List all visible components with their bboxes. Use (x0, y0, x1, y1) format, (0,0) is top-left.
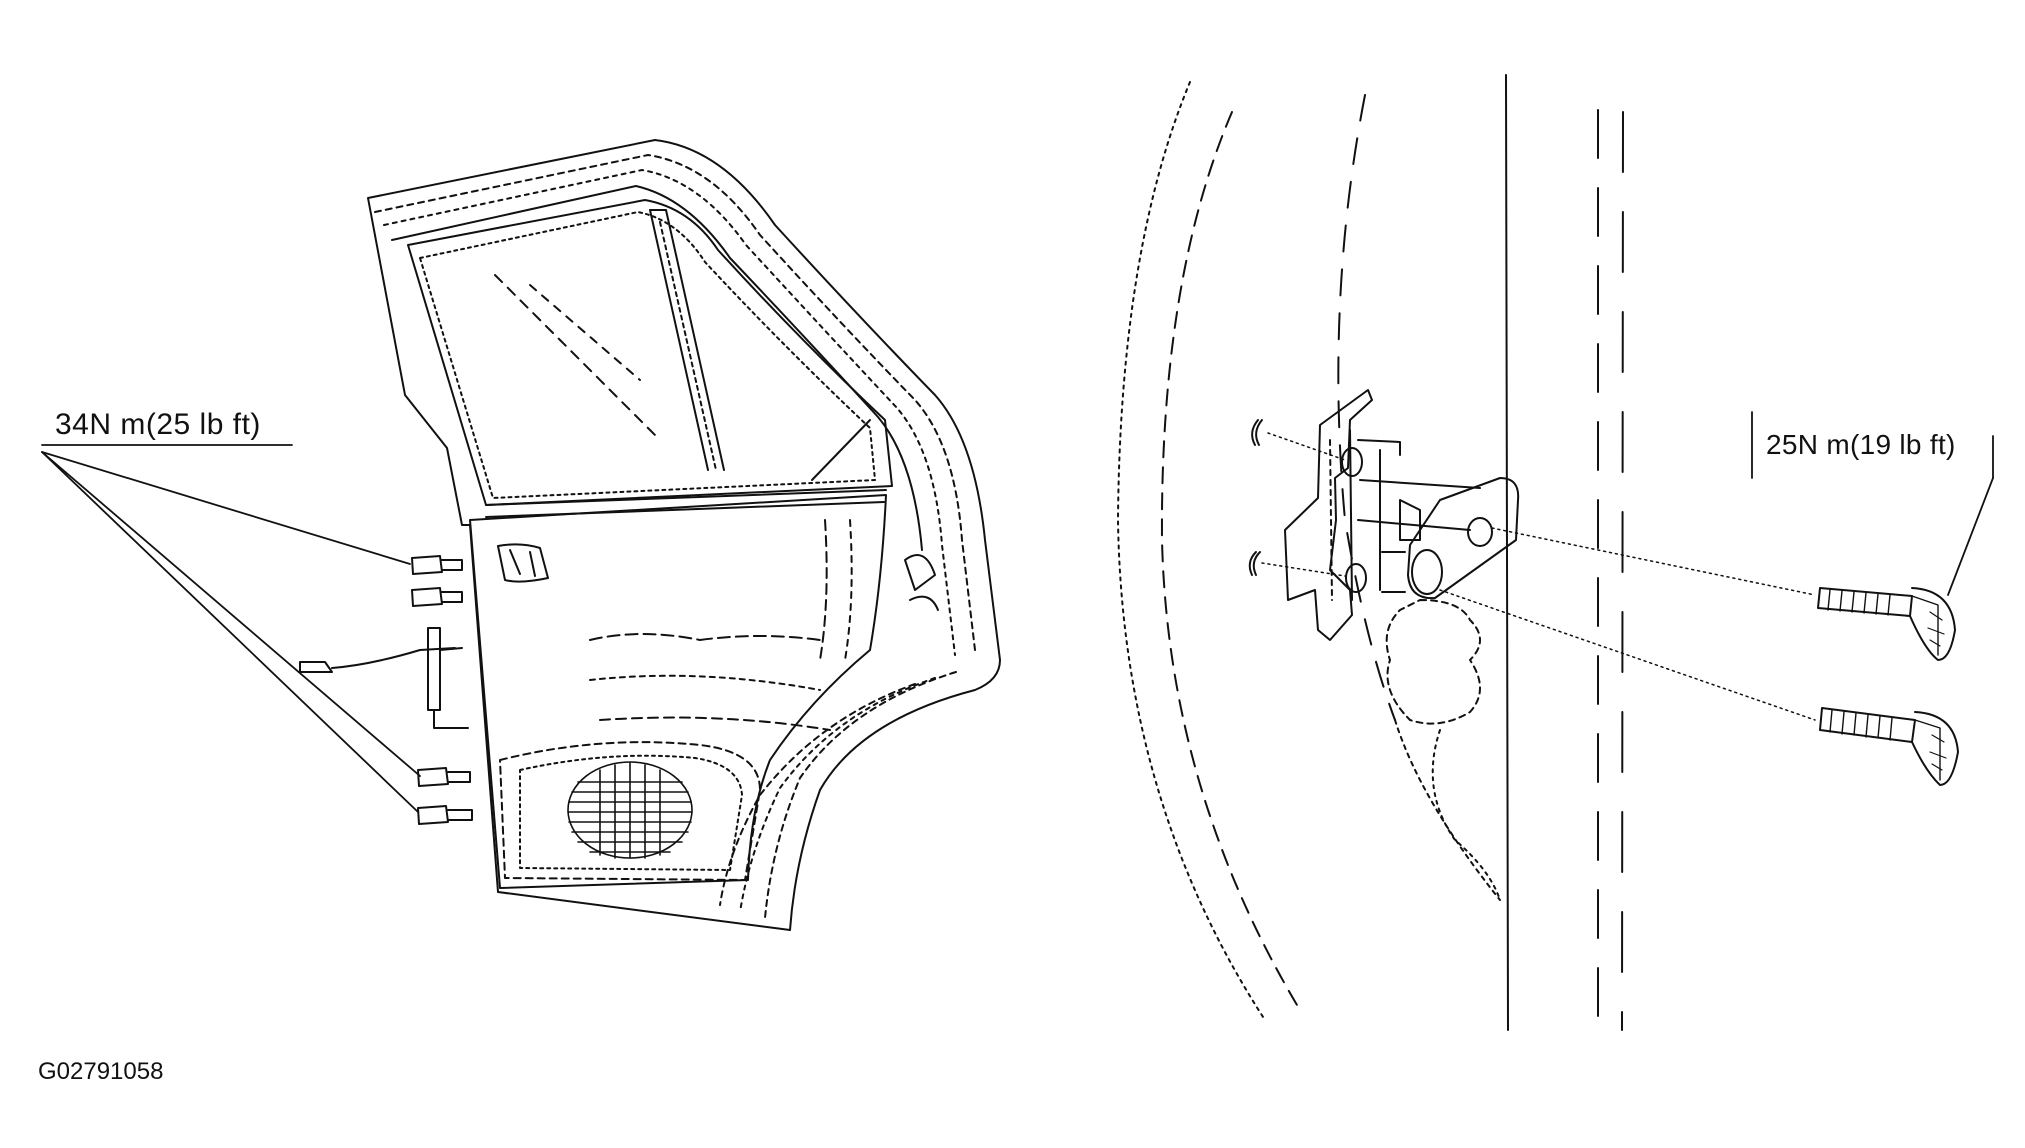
speaker-grille (568, 762, 692, 858)
right-torque-leader (1752, 412, 1993, 595)
door-outer-edge (368, 140, 1000, 930)
door-inner-panel (470, 495, 886, 888)
hinge-washers (1250, 420, 1262, 575)
figure-id: G02791058 (38, 1058, 164, 1085)
door-window-glass (420, 212, 875, 498)
hinge-bolts-right (1818, 588, 1958, 785)
upper-lower-hinge-torque-label: 34N m(25 lb ft) (55, 408, 261, 441)
lower-hinge-bolts (418, 768, 472, 824)
upper-hinge-bolts (412, 556, 462, 606)
wire-harness (300, 628, 468, 728)
window-division-post (650, 210, 724, 470)
pillar-edge (1506, 75, 1508, 1030)
assembly-lines (1262, 433, 1815, 720)
window-frame (408, 200, 892, 505)
hinge-door-strap (1408, 478, 1518, 598)
hinge-body-plate (1285, 390, 1372, 640)
rear-door-assembly (42, 140, 1000, 930)
body-pillar-view (1118, 75, 1623, 1030)
door-hinge (1285, 390, 1518, 900)
hinge-bolt-torque-label: 25N m(19 lb ft) (1766, 429, 1956, 460)
left-torque-leaders (42, 445, 420, 812)
